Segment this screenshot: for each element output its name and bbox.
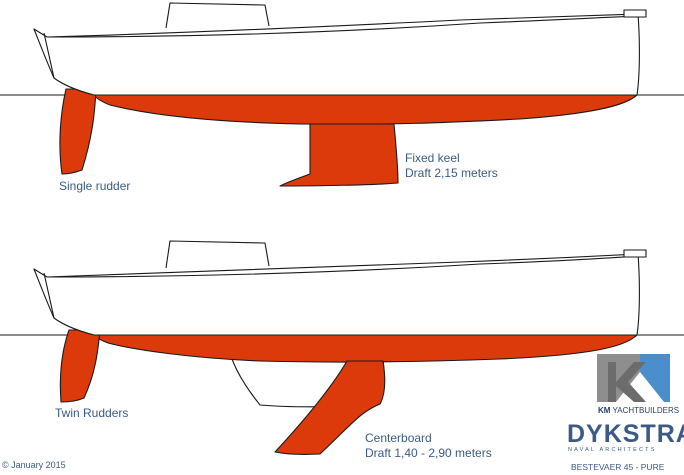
dykstra-subtitle: NAVAL ARCHITECTS <box>568 447 657 453</box>
hull-topside-bottom <box>33 253 640 336</box>
km-bold: KM <box>598 406 611 415</box>
km-rest: YACHTBUILDERS <box>610 406 680 415</box>
model-name: BESTEVAER 45 - PURE <box>571 462 665 472</box>
transom-top <box>43 32 55 79</box>
cabin-top <box>165 2 270 29</box>
transom-bottom <box>43 272 55 319</box>
fixed-keel-draft: Draft 2,15 meters <box>405 166 498 180</box>
fixed-keel <box>279 123 399 187</box>
single-rudder <box>59 88 97 175</box>
dykstra-wordmark: DYKSTRA <box>567 420 684 448</box>
hull-underwater-top <box>93 94 638 125</box>
toerail-bottom <box>46 255 639 278</box>
hull-underwater-bottom <box>93 334 638 363</box>
km-yachtbuilders-wordmark: KM YACHTBUILDERS <box>598 406 679 415</box>
toerail-top <box>46 15 639 38</box>
twin-rudder <box>59 329 101 403</box>
twin-rudders-label: Twin Rudders <box>55 406 129 420</box>
centerboard-boat <box>0 240 684 455</box>
hull-topside-top <box>33 13 640 96</box>
centerboard-title: Centerboard <box>365 431 432 445</box>
fixed-keel-title: Fixed keel <box>405 151 460 165</box>
pulpit-bottom <box>623 249 647 258</box>
centerboard-draft: Draft 1,40 - 2,90 meters <box>365 446 492 460</box>
pulpit-top <box>623 9 647 18</box>
km-logo-mark <box>597 354 670 402</box>
centerboard-label: Centerboard Draft 1,40 - 2,90 meters <box>365 431 492 461</box>
fixed-keel-label: Fixed keel Draft 2,15 meters <box>405 151 498 181</box>
fixed-keel-boat <box>0 2 684 187</box>
single-rudder-label: Single rudder <box>59 179 131 193</box>
cabin-bottom <box>165 240 270 269</box>
copyright-notice: © January 2015 <box>2 460 66 470</box>
centerboard <box>274 360 386 455</box>
